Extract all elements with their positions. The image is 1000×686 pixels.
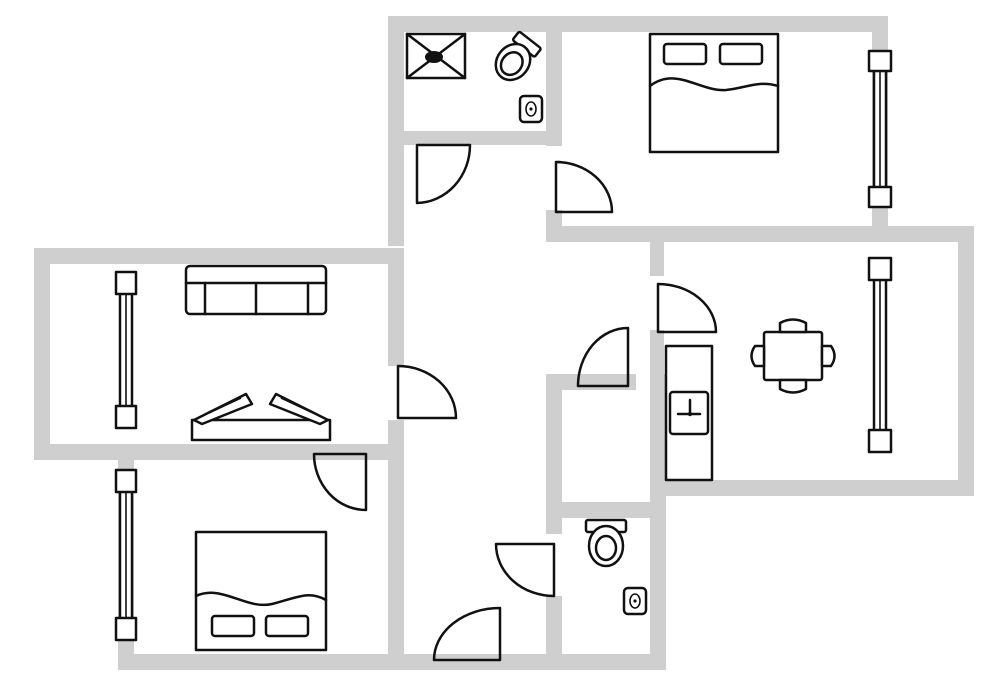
door-toilet	[494, 542, 556, 598]
windows	[114, 49, 893, 642]
wall-living-bottom	[34, 444, 404, 460]
door-bedroom-top	[554, 160, 614, 214]
chair	[778, 378, 808, 394]
dining-table	[750, 318, 836, 394]
doors	[312, 143, 718, 662]
wall-bath-right	[546, 16, 562, 146]
chair	[820, 344, 836, 368]
door-bathroom	[415, 143, 472, 205]
double-bed-top	[648, 32, 780, 154]
shower	[405, 32, 467, 80]
door-entrance	[432, 606, 502, 662]
wall-kitchen-left-top	[650, 226, 664, 276]
armchairs	[190, 392, 332, 442]
wall-storage-left-a	[546, 374, 562, 534]
walls	[34, 16, 974, 670]
door-storage	[576, 326, 630, 388]
wall-living-top	[34, 248, 404, 264]
chair	[778, 318, 808, 334]
wall-hall-left-b	[388, 420, 404, 670]
wall-hall-left-a	[388, 248, 404, 366]
door-bedroom-bottom	[312, 452, 368, 512]
wall-top-outer	[388, 16, 888, 32]
window-living	[114, 270, 138, 430]
wall-toilet-right	[650, 374, 666, 670]
wall-bath-bottom	[388, 131, 562, 145]
wall-storage-bottom	[546, 502, 666, 518]
door-kitchen	[656, 282, 718, 334]
wall-kitchen-top	[650, 226, 972, 242]
sink-wc	[622, 586, 648, 616]
wall-living-left	[34, 248, 50, 460]
window-bedroom-bottom	[114, 468, 138, 642]
sofa	[184, 264, 328, 316]
window-bedroom-top	[867, 49, 893, 209]
toilet-wc	[584, 518, 628, 568]
window-kitchen	[867, 256, 893, 454]
kitchen-counter	[664, 344, 714, 482]
wall-kitchen-bottom	[650, 480, 974, 496]
wall-bottom-outer	[118, 654, 666, 670]
wall-kitchen-right	[958, 226, 974, 496]
toilet-bathroom	[494, 30, 542, 82]
sink-bathroom	[518, 94, 544, 124]
door-living	[396, 364, 458, 420]
chair	[750, 344, 766, 368]
double-bed-bottom	[194, 530, 328, 652]
wall-storage-left-b	[546, 596, 562, 670]
